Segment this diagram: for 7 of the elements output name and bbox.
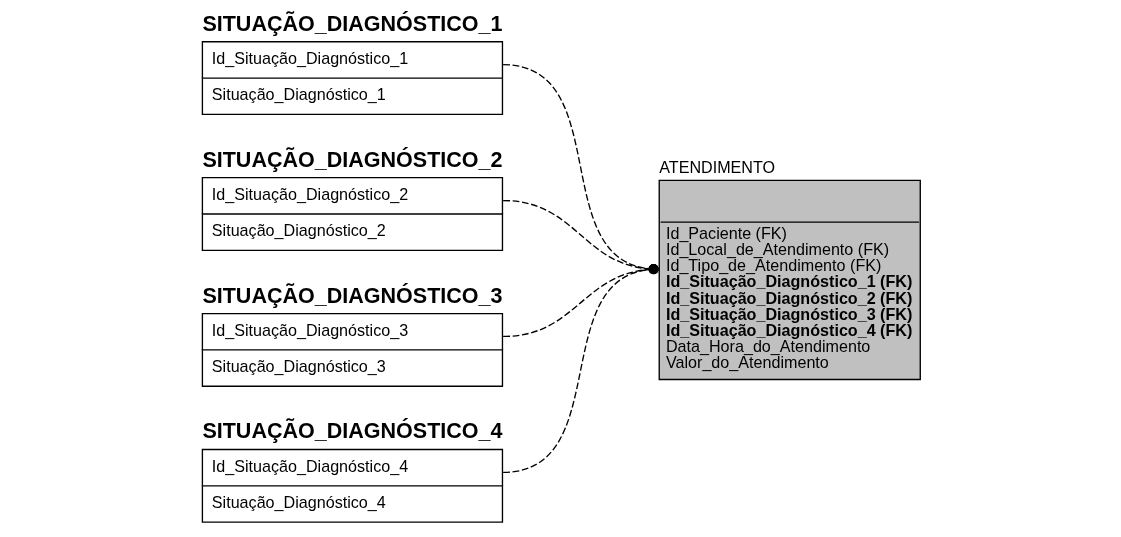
node-label: SITUAÇÃO_DIAGNÓSTICO_4 xyxy=(201,419,502,444)
node-label: SITUAÇÃO_DIAGNÓSTICO_2 xyxy=(201,147,502,172)
node-text: Id_Situação_Diagnóstico_4 xyxy=(211,456,408,475)
node-label: Situação_Diagnóstico_4 xyxy=(211,493,386,512)
node-label: SITUAÇÃO_DIAGNÓSTICO_1 xyxy=(201,11,502,36)
node-label: SITUAÇÃO_DIAGNÓSTICO_3 xyxy=(201,283,502,308)
node-label: ATENDIMENTO xyxy=(658,158,775,177)
